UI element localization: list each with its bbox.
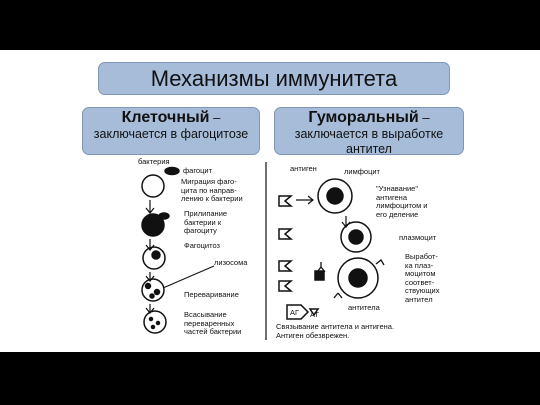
label-phagocytosis: Фагоцитоз: [184, 241, 220, 250]
dividing-nucleus: [348, 229, 364, 245]
antibody-block: [314, 270, 325, 281]
antibody-2: [333, 292, 343, 299]
immunity-diagram: [141, 162, 385, 340]
fragment-1: [148, 316, 154, 322]
humoral-dash: –: [418, 110, 430, 125]
lymphocyte-nucleus: [326, 187, 344, 205]
antigen-to-lymphocyte-arrow: [296, 195, 314, 205]
phagocyte-1: [141, 174, 165, 198]
label-antibody: антитела: [348, 303, 380, 312]
phagocyte-4: [141, 278, 165, 302]
plasmocyte-nucleus: [348, 268, 368, 288]
engulfed-bacterium: [151, 250, 161, 260]
fragment-3: [150, 324, 156, 330]
phagocyte-5: [143, 310, 167, 334]
label-production: Выработ- ка плаз- моцитом соответ- ствую…: [405, 252, 440, 304]
lysosome-3: [149, 293, 155, 299]
cellular-dash: –: [209, 110, 221, 125]
antigen-shape-4: [278, 280, 294, 292]
dividing-cell: [340, 221, 372, 253]
phagocyte-3: [142, 246, 166, 270]
label-bacteria: бактерия: [138, 157, 170, 166]
label-antigen: антиген: [290, 164, 317, 173]
label-lymphocyte: лимфоцит: [344, 167, 380, 176]
label-plasmocyte: плазмоцит: [399, 233, 437, 242]
cellular-heading: Клеточный: [121, 109, 210, 126]
label-recognition: "Узнавание" антигена лимфоцитом и его де…: [376, 184, 428, 219]
plasmocyte: [337, 257, 379, 299]
antigen-shape-2: [278, 228, 294, 240]
ag-at-complex: [286, 304, 310, 320]
humoral-description: заключается в выработке антител: [294, 127, 444, 156]
cellular-box: Клеточный – заключается в фагоцитозе: [82, 107, 260, 155]
label-migration: Миграция фаго- цита по направ- лению к б…: [181, 177, 243, 203]
migration-arrow: [145, 200, 155, 214]
fragment-2: [155, 320, 161, 326]
humoral-heading: Гуморальный: [308, 109, 419, 126]
label-phagocyte: фагоцит: [183, 166, 213, 175]
label-digestion: Переваривание: [184, 290, 239, 299]
division-arrow: [341, 216, 351, 228]
lysosome-2: [153, 288, 161, 296]
antibody-3: [375, 259, 385, 266]
label-at: АТ: [310, 310, 319, 319]
label-adhesion: Прилипание бактерии к фагоциту: [184, 209, 228, 235]
title-box: Механизмы иммунитета: [98, 62, 450, 95]
label-ag: АГ: [290, 308, 300, 317]
bacterium-2: [158, 212, 170, 220]
lysosome-1: [144, 282, 152, 290]
antigen-shape-1: [278, 195, 294, 207]
lymphocyte: [317, 178, 353, 214]
label-absorption: Всасывание переваренных частей бактерии: [184, 310, 242, 336]
slide: Механизмы иммунитета Клеточный – заключа…: [0, 50, 540, 352]
humoral-box: Гуморальный – заключается в выработке ан…: [274, 107, 464, 156]
antigen-shape-3: [278, 260, 294, 272]
page-title: Механизмы иммунитета: [150, 66, 398, 91]
bacterium: [164, 166, 180, 176]
label-binding: Связывание антитела и антигена. Антиген …: [276, 322, 395, 340]
phagocyte-2: [141, 213, 165, 237]
at-marker: [308, 308, 320, 317]
cellular-description: заключается в фагоцитозе: [93, 127, 249, 141]
label-lysosome: лизосома: [214, 258, 248, 267]
lysosome-pointer: [162, 265, 215, 289]
